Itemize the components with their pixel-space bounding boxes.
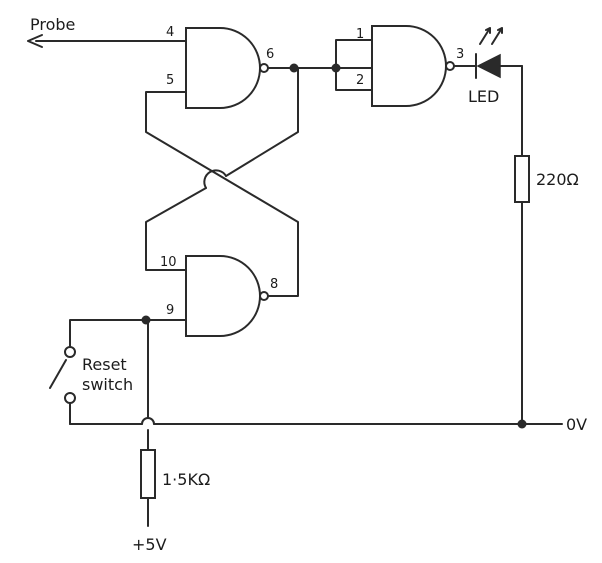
nand-gate-3: 1 2 3 [356,25,464,107]
nand-gate-1: 4 5 6 [166,25,274,109]
reset-switch: Reset switch [49,315,187,425]
light-ray-icon [479,27,491,45]
junction-dot [289,63,299,73]
pin-label-4: 4 [166,25,174,40]
supply-label: +5V [132,535,167,554]
switch-contact-icon [64,392,76,404]
inverter-bubble-icon [259,63,269,73]
led: LED [453,27,523,106]
pin-label-3: 3 [456,47,464,62]
led-resistor: 220Ω [514,65,579,425]
pin-label-10: 10 [160,255,177,270]
led-icon [476,53,501,79]
resistor-icon [140,449,156,499]
probe-label: Probe [30,15,75,34]
reset-label-line1: Reset [82,355,127,374]
nand-gate-2: 10 9 8 [160,255,278,337]
pullup-resistor: 1·5KΩ +5V [132,319,210,554]
pin-label-5: 5 [166,73,174,88]
ground-label: 0V [566,415,587,434]
arrow-left-icon [27,34,43,48]
junction-dot [331,63,341,73]
pin-label-8: 8 [270,277,278,292]
led-label: LED [468,87,499,106]
pin-label-2: 2 [356,73,364,88]
switch-lever-icon [49,359,67,389]
pin-label-1: 1 [356,27,364,42]
inverter-bubble-icon [259,291,269,301]
pin-label-6: 6 [266,47,274,62]
resistor-icon [514,155,530,203]
ground-rail: 0V [69,415,587,434]
junction-dot [141,315,151,325]
junction-dot [517,419,527,429]
reset-label-line2: switch [82,375,133,394]
pin-label-9: 9 [166,303,174,318]
resistor-led-label: 220Ω [536,170,579,189]
cross-coupling-wires [145,67,299,297]
inverter-bubble-icon [445,61,455,71]
switch-contact-icon [64,346,76,358]
probe-input: Probe [27,15,187,48]
resistor-pullup-label: 1·5KΩ [162,470,210,489]
light-ray-icon [491,27,503,45]
output-to-gate3-wires [267,39,373,91]
